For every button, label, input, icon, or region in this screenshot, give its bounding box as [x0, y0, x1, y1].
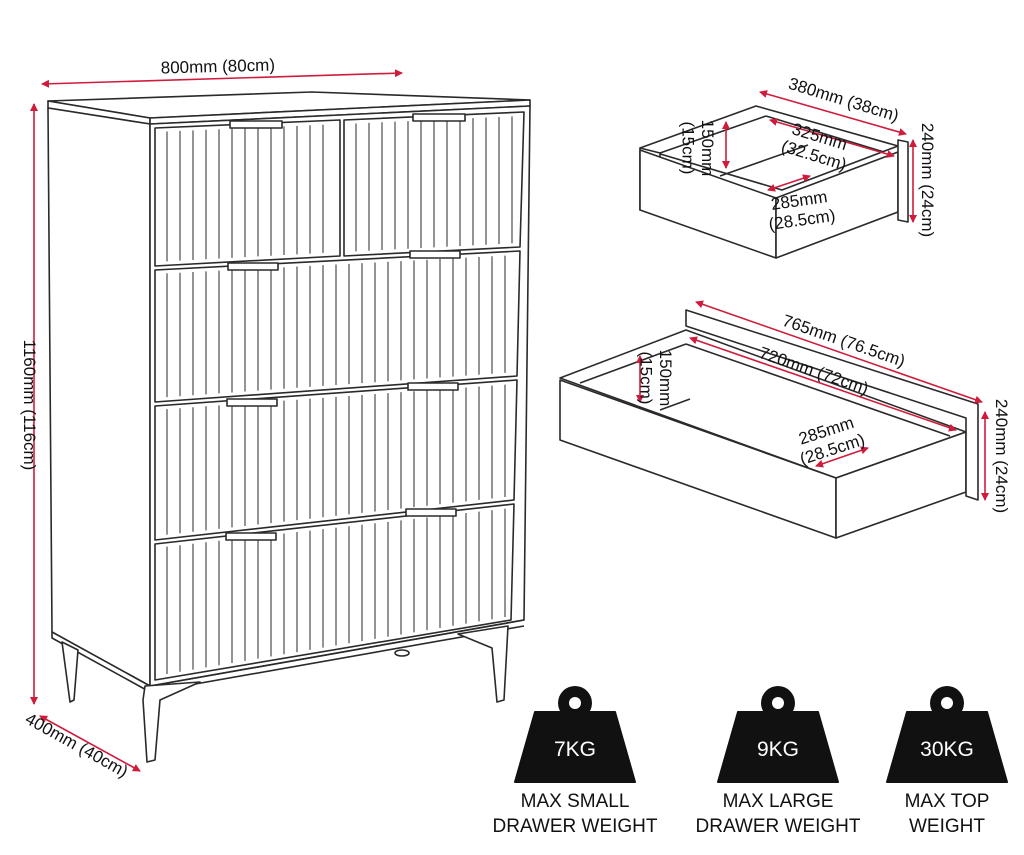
weight-value: 9KG — [757, 738, 799, 761]
drawer-large-2[interactable] — [154, 250, 521, 403]
small-drawer-dimensions — [722, 90, 917, 223]
large-drawer-floor-edge — [659, 398, 691, 411]
weight-label-line1: MAX SMALL — [521, 791, 630, 812]
small-inner-width-arrow — [769, 118, 895, 158]
weight-icon — [717, 686, 839, 783]
drawer-handle[interactable] — [227, 262, 279, 271]
weight-icon — [514, 686, 636, 783]
chest-depth-arrow — [39, 715, 141, 772]
chest-of-drawers — [47, 91, 531, 763]
large-drawer-dimensions — [636, 300, 989, 501]
weight-value: 30KG — [920, 738, 974, 761]
chest-side-panel — [47, 107, 151, 687]
small-outer-height-label: 240mm (24cm) — [918, 123, 937, 237]
weight-top: 30KG MAX TOP WEIGHT — [886, 686, 1008, 837]
weight-label-line1: MAX TOP — [905, 791, 990, 812]
drawer-handle[interactable] — [405, 508, 457, 517]
chest-plinth-front-top — [149, 619, 525, 687]
drawer-fluting — [166, 116, 513, 674]
chest-depth-label: 400mm (40cm) — [22, 709, 131, 781]
chest-foot-back — [394, 649, 410, 657]
drawer-handle[interactable] — [407, 382, 459, 391]
weight-value: 7KG — [554, 738, 596, 761]
drawer-handle[interactable] — [229, 120, 283, 129]
chest-leg-front-right — [457, 625, 509, 703]
large-drawer-box — [559, 309, 979, 539]
weight-label-line2: DRAWER WEIGHT — [695, 816, 860, 837]
large-inner-height-label: 150mm(15cm) — [636, 350, 675, 407]
chest-plinth-front — [149, 625, 525, 693]
large-inner-width-arrow — [689, 336, 957, 432]
drawer-small-left[interactable] — [154, 119, 341, 267]
drawer-handle[interactable] — [409, 250, 461, 259]
chest-leg-front-left — [142, 681, 201, 763]
chest-leg-back-left — [61, 641, 79, 703]
large-inner-depth-arrow — [815, 446, 869, 468]
drawer-handle[interactable] — [412, 113, 466, 122]
chest-dimensions — [30, 69, 403, 772]
drawer-handle[interactable] — [225, 532, 277, 541]
small-drawer-face — [897, 139, 909, 223]
large-drawer-inner-edge — [579, 343, 687, 384]
small-drawer-inner-edge — [659, 115, 767, 154]
weight-icon — [886, 686, 1008, 783]
weight-label-line2: WEIGHT — [909, 816, 985, 837]
small-outer-width-label: 380mm (38cm) — [786, 74, 901, 126]
chest-width-arrow — [41, 69, 403, 88]
drawer-handle[interactable] — [226, 398, 278, 407]
large-outer-height-label: 240mm (24cm) — [992, 399, 1011, 513]
weight-large-drawer: 9KG MAX LARGE DRAWER WEIGHT — [695, 686, 861, 837]
small-inner-depth-arrow — [767, 174, 811, 192]
chest-width-label: 800mm (80cm) — [160, 56, 275, 78]
weight-label-line1: MAX LARGE — [723, 791, 834, 812]
small-inner-height-label: 150mm(15cm) — [678, 120, 717, 177]
chest-height-label: 1160mm (116cm) — [20, 340, 39, 471]
weight-label-line2: DRAWER WEIGHT — [492, 816, 657, 837]
weight-small-drawer: 7KG MAX SMALL DRAWER WEIGHT — [492, 686, 658, 837]
